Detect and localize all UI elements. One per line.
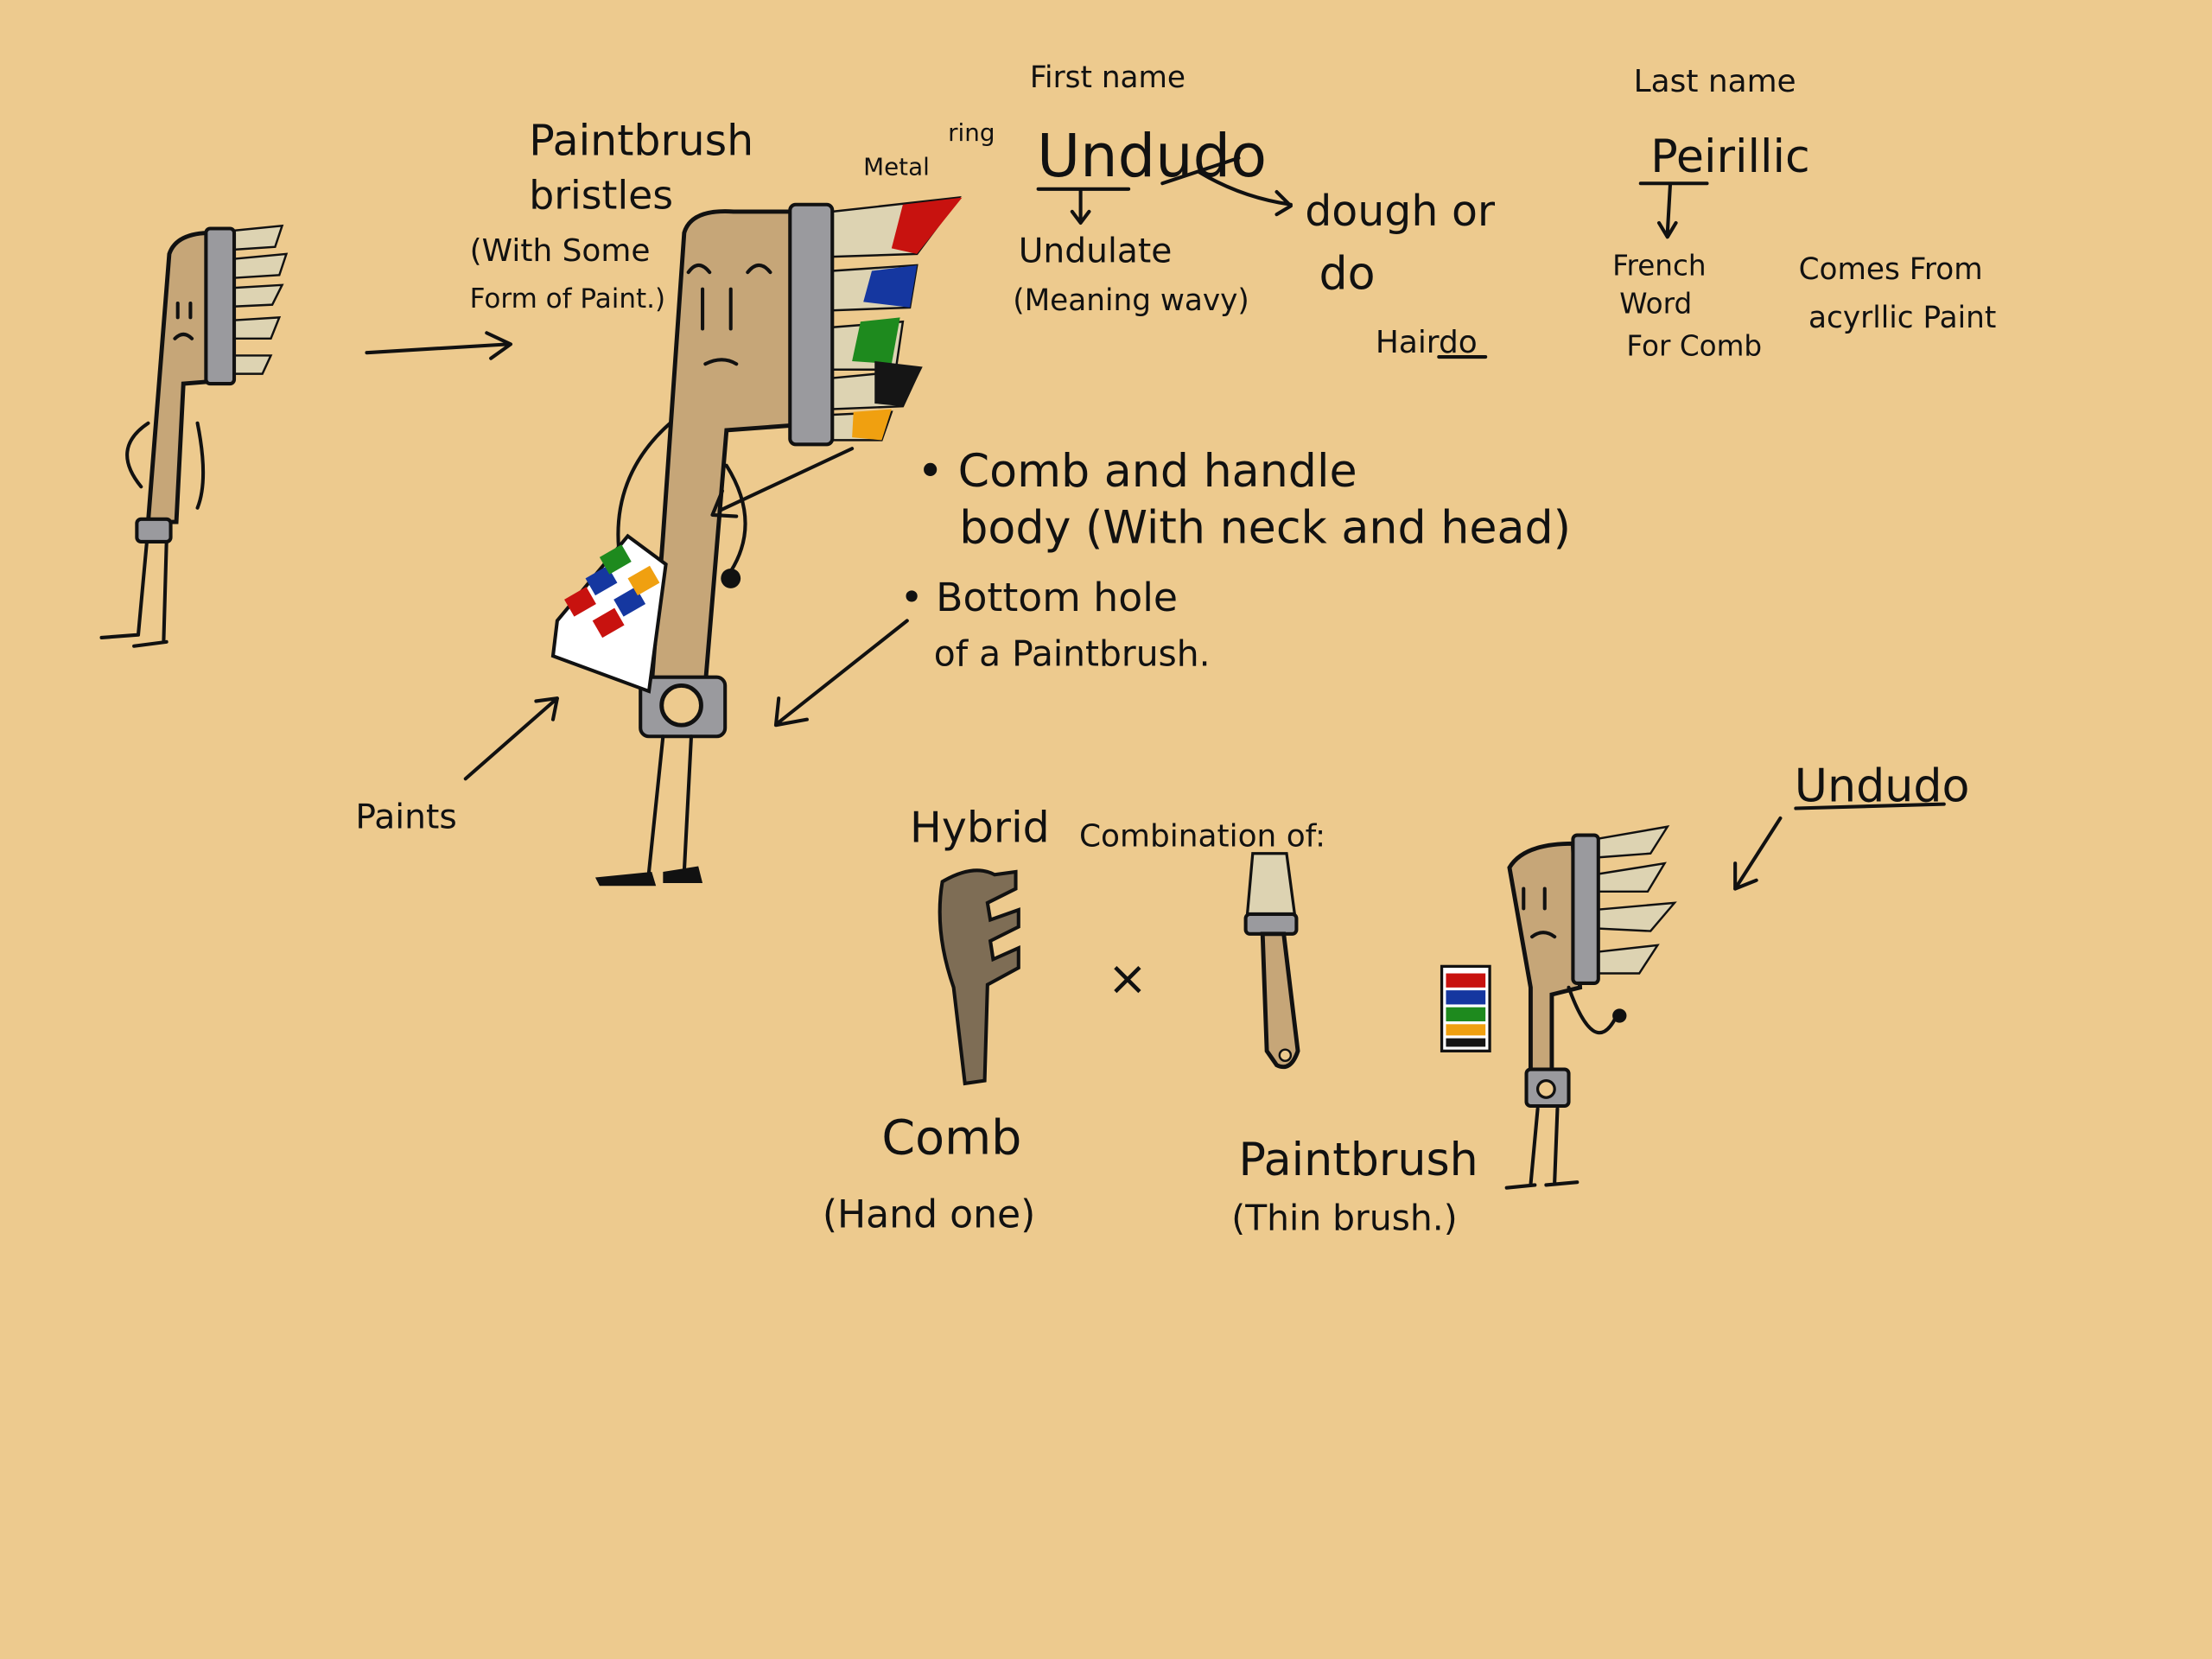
label-paints: Paints [355, 798, 456, 836]
arrow-icon [463, 696, 559, 781]
green-paint [852, 317, 900, 365]
label-do: do [1319, 249, 1376, 301]
small-character-right [1440, 825, 1677, 1190]
label-hybrid: Hybrid [910, 804, 1050, 853]
comb-icon [938, 868, 1020, 1086]
label-undulate: Undulate [1019, 232, 1173, 271]
label-hairdo: Hairdo [1376, 325, 1478, 360]
label-character-name: Undudo [1795, 760, 1970, 812]
annotations: Paintbrush bristles (With Some Form of P… [355, 60, 1996, 1238]
label-ring: ring [948, 118, 995, 147]
arrow-icon [1733, 816, 1783, 891]
label-metal: Metal [863, 152, 930, 181]
label-french-1: French [1612, 249, 1707, 282]
arrow-icon [1638, 181, 1709, 239]
label-last-name-heading: Last name [1634, 64, 1796, 99]
paintbrush-icon [1243, 852, 1300, 1070]
arrow-icon [710, 447, 855, 518]
label-acrylic-2: acyrllic Paint [1808, 301, 1996, 335]
arrow-icon [1160, 156, 1293, 217]
small-character-left [99, 224, 289, 648]
label-bristles: bristles [529, 173, 673, 219]
label-comb-body-1: • Comb and handle [917, 446, 1357, 498]
arrow-icon [1036, 187, 1131, 225]
arrow-icon [365, 331, 513, 360]
label-comb-body-2: body (With neck and head) [959, 503, 1571, 555]
label-dough-or: dough or [1305, 187, 1496, 236]
main-character [550, 196, 963, 887]
underline [1437, 355, 1946, 810]
label-first-name-heading: First name [1030, 60, 1185, 95]
label-times: × [1108, 950, 1148, 1007]
label-comb-note: (Hand one) [823, 1192, 1035, 1236]
label-french-2: Word [1619, 287, 1692, 320]
paint-box [550, 533, 668, 694]
label-bottom-hole-2: of a Paintbrush. [934, 633, 1211, 675]
black-paint [874, 360, 923, 407]
label-acrylic-1: Comes From [1799, 252, 1983, 287]
label-paintbrush: Paintbrush [1238, 1135, 1478, 1186]
orange-paint [852, 409, 892, 441]
label-paintbrush: Paintbrush [529, 117, 753, 166]
label-first-name: Undudo [1037, 122, 1267, 191]
label-last-name: Peirillic [1650, 131, 1810, 183]
label-combination-of: Combination of: [1079, 819, 1325, 855]
arrow-icon [773, 619, 909, 728]
label-french-3: For Comb [1626, 329, 1762, 362]
label-paintbrush-note: (Thin brush.) [1231, 1198, 1457, 1239]
label-meaning-wavy: (Meaning wavy) [1013, 283, 1249, 318]
label-paint-note-1: (With Some [470, 233, 651, 269]
red-paint [891, 197, 963, 254]
label-bottom-hole-1: • Bottom hole [900, 575, 1178, 620]
blue-paint [863, 264, 918, 308]
label-paint-note-2: Form of Paint.) [470, 283, 665, 315]
label-comb: Comb [881, 1110, 1021, 1166]
